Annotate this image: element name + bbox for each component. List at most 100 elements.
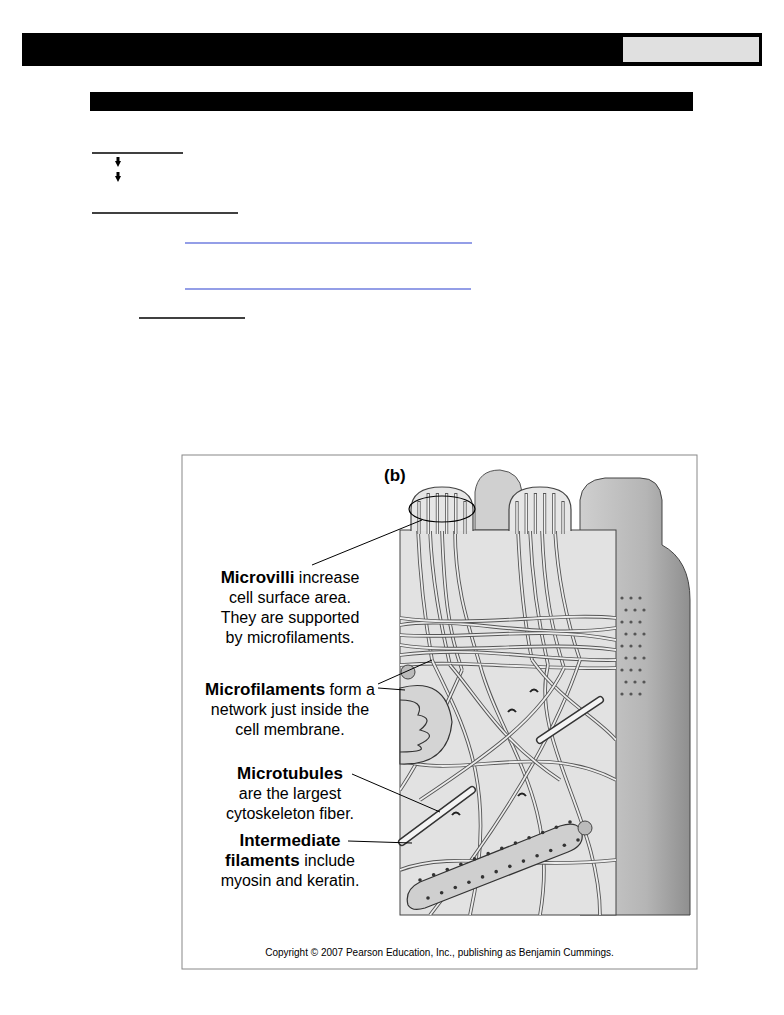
membrane-dot bbox=[633, 680, 636, 683]
filament-outline bbox=[400, 623, 616, 632]
term: Microfilaments bbox=[205, 680, 325, 699]
ribosome-dot bbox=[445, 868, 449, 872]
membrane-dot bbox=[642, 632, 645, 635]
ribosome-dot bbox=[555, 825, 559, 829]
filament-outline bbox=[436, 493, 439, 534]
ribosome-dot bbox=[535, 854, 539, 858]
bullet-arrow bbox=[115, 172, 121, 182]
filament-outline bbox=[534, 493, 537, 534]
filament-outline bbox=[454, 493, 457, 534]
membrane-dot bbox=[629, 596, 632, 599]
membrane-dot bbox=[620, 668, 623, 671]
membrane-dot bbox=[629, 668, 632, 671]
filament-outline bbox=[555, 530, 580, 660]
leader-line bbox=[378, 660, 432, 684]
ribosome-dot bbox=[522, 859, 526, 863]
callout-label: Microvilli increase cell surface area. T… bbox=[210, 568, 370, 648]
ribosome-dot bbox=[418, 878, 422, 882]
ribosome-dot bbox=[494, 870, 498, 874]
cell-body bbox=[400, 530, 616, 915]
ribosome-dot bbox=[426, 896, 430, 900]
membrane-dot bbox=[642, 656, 645, 659]
microvilli bbox=[411, 487, 571, 534]
filament bbox=[400, 652, 616, 660]
membrane-dot bbox=[620, 644, 623, 647]
filament bbox=[450, 665, 560, 780]
membrane-dot bbox=[642, 680, 645, 683]
ribosome-dot bbox=[508, 865, 512, 869]
callout-label: Intermediate filaments include myosin an… bbox=[215, 831, 365, 891]
filament bbox=[446, 494, 448, 534]
filament-outline bbox=[400, 645, 616, 650]
filament bbox=[400, 617, 616, 622]
membrane-dot bbox=[620, 596, 623, 599]
filament bbox=[525, 494, 527, 534]
membrane-dot bbox=[620, 692, 623, 695]
filament bbox=[555, 530, 580, 660]
callout-label: Microfilaments form a network just insid… bbox=[204, 680, 376, 740]
ribosome-dot bbox=[440, 891, 444, 895]
filament bbox=[400, 645, 616, 650]
filament-outline bbox=[552, 493, 555, 534]
leader-line bbox=[352, 774, 440, 812]
mitochondrion bbox=[400, 686, 452, 765]
ribosome-dot bbox=[432, 873, 436, 877]
membrane-dot bbox=[638, 668, 641, 671]
figure-frame bbox=[182, 455, 697, 969]
description: are the largest cytoskeleton fiber. bbox=[226, 785, 354, 822]
membrane-dot bbox=[633, 656, 636, 659]
membrane-dot bbox=[629, 692, 632, 695]
ribosome-dot bbox=[514, 841, 518, 845]
filament-outline bbox=[400, 633, 616, 640]
membrane-dot bbox=[620, 620, 623, 623]
header-box bbox=[623, 37, 759, 62]
membrane-dot bbox=[638, 644, 641, 647]
ribosome-dot bbox=[549, 849, 553, 853]
filament bbox=[427, 494, 429, 534]
filament-outline bbox=[525, 493, 528, 534]
leader-line bbox=[348, 841, 412, 843]
microtubule bbox=[540, 700, 600, 740]
blank-line bbox=[92, 152, 183, 154]
filament-outline bbox=[427, 493, 430, 534]
callout-label: Microtubulesare the largest cytoskeleton… bbox=[210, 764, 370, 824]
filament-outline bbox=[400, 652, 616, 660]
ribosome-dot bbox=[500, 847, 504, 851]
vesicle bbox=[578, 821, 592, 835]
filament bbox=[455, 530, 480, 665]
membrane-dot bbox=[624, 680, 627, 683]
membrane-dot bbox=[633, 632, 636, 635]
filament bbox=[437, 494, 439, 534]
filament-outline bbox=[455, 530, 480, 665]
highlight-ellipse bbox=[409, 496, 475, 522]
filament-outline bbox=[515, 501, 518, 534]
filament bbox=[516, 502, 518, 534]
filament-outline bbox=[450, 665, 560, 780]
filament bbox=[400, 633, 616, 640]
ribosome-dot bbox=[568, 820, 572, 824]
filament-outline bbox=[543, 493, 546, 534]
ribosome-dot bbox=[481, 875, 485, 879]
filament-outline bbox=[400, 617, 616, 622]
membrane-dot bbox=[638, 692, 641, 695]
vesicle bbox=[401, 665, 415, 679]
section-bar bbox=[90, 92, 693, 111]
filament bbox=[400, 760, 616, 780]
blank-line bbox=[92, 212, 238, 214]
organelle-rod bbox=[407, 824, 582, 909]
filament bbox=[455, 494, 457, 534]
copyright-line: Copyright © 2007 Pearson Education, Inc.… bbox=[182, 946, 697, 959]
microtubule bbox=[402, 790, 472, 842]
small-structure bbox=[452, 690, 538, 816]
ribosome-dot bbox=[541, 831, 545, 835]
microtubule bbox=[540, 700, 600, 740]
ribosome-dot bbox=[563, 843, 567, 847]
ribosome-dot bbox=[486, 852, 490, 856]
filament bbox=[400, 670, 462, 790]
header-bar bbox=[22, 33, 762, 66]
filament bbox=[400, 623, 616, 632]
membrane-dot bbox=[629, 644, 632, 647]
ribosome-dots bbox=[418, 596, 645, 899]
term: Microvilli bbox=[221, 568, 295, 587]
